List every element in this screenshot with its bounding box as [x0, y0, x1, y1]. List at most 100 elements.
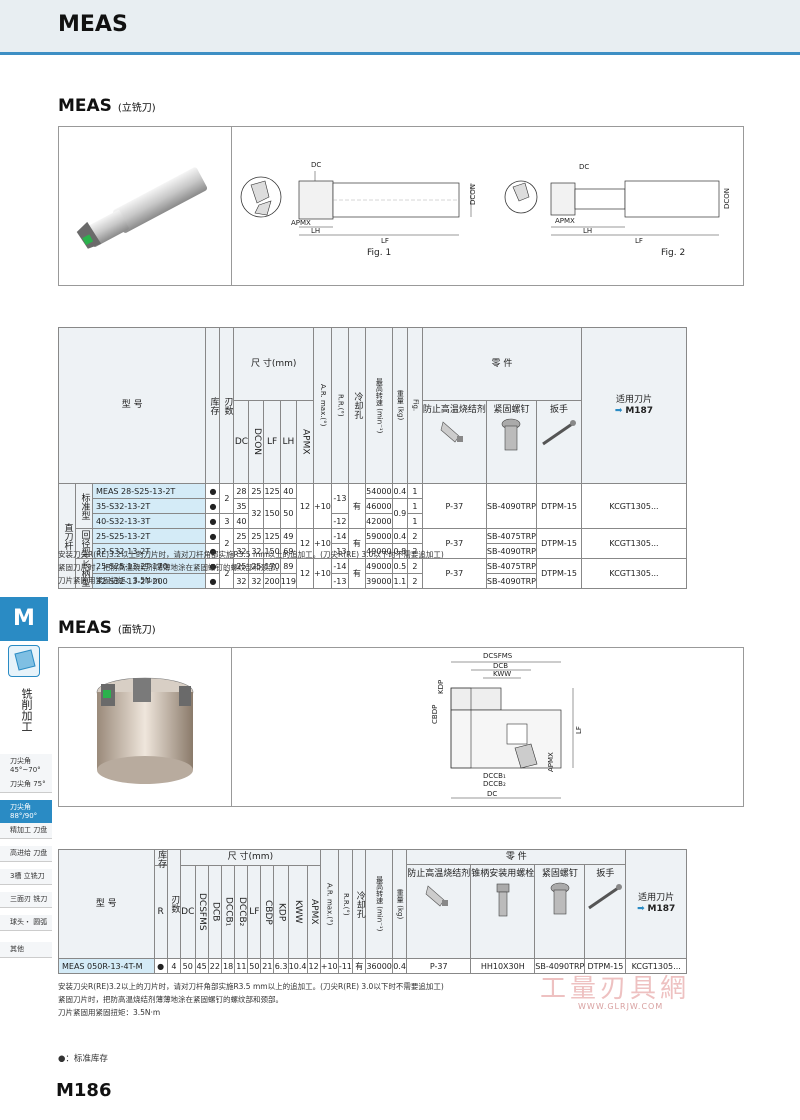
group-main-label: 直刀杆	[58, 483, 76, 589]
stock-cell: ●	[205, 483, 221, 499]
stock-sub-r: R	[153, 865, 168, 959]
page-header	[0, 0, 800, 55]
part2-value: SB-4090TRP	[485, 483, 538, 529]
part3-value: DTPM-15	[536, 483, 582, 529]
sub-kdp: KDP	[273, 865, 289, 959]
sub-lf: LF	[247, 865, 262, 959]
stock-cell: ●	[205, 573, 221, 589]
wrench-icon	[588, 884, 623, 910]
sub-dcon: DCON	[248, 400, 265, 484]
part3-cell: 扳手	[536, 400, 582, 484]
fig-cell: 2	[406, 528, 423, 544]
section2-notes: 安装刀尖R(RE)3.2以上的刀片时，请对刀杆角部实施R3.5 mm以上的追加工…	[58, 980, 698, 1019]
part1-label: 防止高温烧结剂	[422, 405, 486, 415]
col-insert-header: 适用刀片 ➡ M187	[581, 327, 687, 484]
cbdp-label: CBDP	[431, 705, 439, 724]
col-coolant-header: 冷却孔	[347, 327, 366, 484]
part1-label: 防止高温烧结剂	[407, 869, 471, 879]
fig1-dc-label: DC	[311, 161, 321, 169]
section2-subtitle: (面铣刀)	[117, 625, 156, 636]
col-stock-header: 库存	[153, 849, 168, 868]
dcsfms-label: DCSFMS	[483, 652, 513, 660]
face-mill-dimension-drawing: DCSFMS DCB KWW KDP CBDP LF APMX DCCB₁ DC…	[431, 652, 583, 799]
part2-cell: 锥柄安装用螺栓	[470, 864, 536, 959]
rr-cell: -13	[330, 483, 349, 514]
lh-cell: 50	[279, 498, 298, 529]
insert-page-link[interactable]: ➡ M187	[626, 904, 686, 915]
section1-title: MEAS (立铣刀)	[58, 96, 156, 116]
section1-notes: 安装刀尖R(RE)3.2以上的刀片时，请对刀杆角部实施R3.5 mm以上的追加工…	[58, 548, 698, 587]
side-section-letter[interactable]: M	[0, 597, 48, 641]
insert-value: KCGT1305...	[581, 528, 687, 559]
part3-value: SB-4090TRP	[534, 958, 586, 974]
insert-page-link[interactable]: ➡ M187	[582, 406, 686, 417]
part2-value: SB-4075TRP	[485, 528, 538, 544]
part1-value: P-37	[421, 558, 487, 589]
apmx-cell: 12	[296, 558, 314, 589]
insert-value: KCGT1305...	[581, 558, 687, 589]
note-line: 刀片紧固用紧固扭矩：3.5N·m	[58, 576, 161, 585]
sub-lf: LF	[263, 400, 281, 484]
side-item-high-feed[interactable]: 高进给 刀盘	[0, 846, 52, 862]
model-cell: 35-S32-13-2T	[91, 498, 207, 514]
stock-legend: ●：标准库存	[58, 1054, 108, 1064]
side-item-ball-radius[interactable]: 球头・ 圆弧	[0, 915, 52, 931]
watermark-url: WWW.GLRJW.COM	[578, 1002, 664, 1011]
part3-value: DTPM-15	[536, 558, 582, 589]
ar-cell: +10	[313, 483, 332, 529]
model-cell: MEAS 050R-13-4T-M	[58, 958, 155, 974]
screw-icon	[502, 418, 521, 451]
side-item-45-70[interactable]: 刀尖角 45°~70°	[0, 754, 52, 779]
part1-cell: 防止高温烧结剂	[406, 864, 472, 959]
dc-cell: 25	[233, 528, 250, 544]
col-dims-header: 尺 寸(mm)	[179, 849, 321, 866]
dc-label: DC	[487, 790, 497, 798]
side-item-finishing[interactable]: 精加工 刀盘	[0, 823, 52, 839]
dcsfms-cell: 45	[194, 958, 209, 974]
model-cell: 25-S25-13-2T	[91, 528, 207, 544]
side-item-other[interactable]: 其他	[0, 942, 52, 958]
side-item-88-90[interactable]: 刀尖角 88°/90°	[0, 800, 52, 825]
fig2-lf-label: LF	[635, 237, 643, 245]
fig1-dcon-label: DCON	[469, 184, 477, 205]
weight-cell: 0.9	[391, 498, 408, 529]
weight-cell: 0.4	[391, 483, 408, 499]
page-header-title: MEAS	[58, 12, 128, 37]
part3-label: 紧固螺钉	[541, 869, 578, 879]
table-row: 直刀杆 标准型 MEAS 28-S25-13-2T ● 2 28 25 125 …	[58, 483, 687, 589]
model-cell: 32-S32-13-2T-200	[91, 573, 207, 589]
milling-insert-glyph	[14, 649, 36, 671]
insert-value: KCGT1305...	[581, 483, 687, 529]
note-line: 紧固刀片时，把防高温烧结剂薄薄地涂在紧固螺钉的螺纹部和颈部。	[58, 563, 283, 572]
sub-dccb2: DCCB₂	[234, 865, 249, 959]
dcon-cell: 25	[248, 528, 265, 544]
fig1-apmx-label: APMX	[291, 219, 311, 227]
group-long-label: 长柄型	[75, 558, 93, 589]
table-row: 32-S32-13-2T-200 ● 32 32 200 119 -13 390…	[59, 573, 687, 589]
side-item-75[interactable]: 刀尖角 75°	[0, 777, 52, 793]
kdp-label: KDP	[437, 680, 445, 694]
sub-kww: KWW	[287, 865, 308, 959]
col-ar-header: A.R. max.(°)	[313, 327, 332, 484]
rpm-cell: 46000	[364, 498, 393, 514]
col-rpm-header: 最高转速 (min⁻¹)	[364, 327, 393, 484]
side-item-side-cutter[interactable]: 三面刃 铣刀	[0, 892, 52, 908]
fig2-caption: Fig. 2	[661, 248, 685, 258]
end-mill-illustration	[76, 167, 208, 249]
sub-dcsfms: DCSFMS	[194, 865, 209, 959]
side-item-3-flute[interactable]: 3槽 立铣刀	[0, 869, 52, 885]
section2-title: MEAS (面铣刀)	[58, 618, 156, 638]
part4-cell: 扳手	[584, 864, 627, 959]
fig-cell: 1	[406, 513, 423, 529]
fig2-apmx-label: APMX	[555, 217, 575, 225]
paste-tube-icon	[425, 885, 448, 907]
note-line: 刀片紧固用紧固扭矩：3.5N·m	[58, 1008, 161, 1017]
col-coolant-header: 冷却孔	[352, 849, 367, 959]
page-number: M186	[56, 1080, 112, 1101]
lf-label: LF	[575, 726, 583, 734]
rpm-cell: 42000	[364, 513, 393, 529]
lf-cell: 50	[247, 958, 262, 974]
rpm-cell: 54000	[364, 483, 393, 499]
paste-tube-icon	[441, 421, 464, 443]
coolant-cell: 有	[352, 958, 367, 974]
